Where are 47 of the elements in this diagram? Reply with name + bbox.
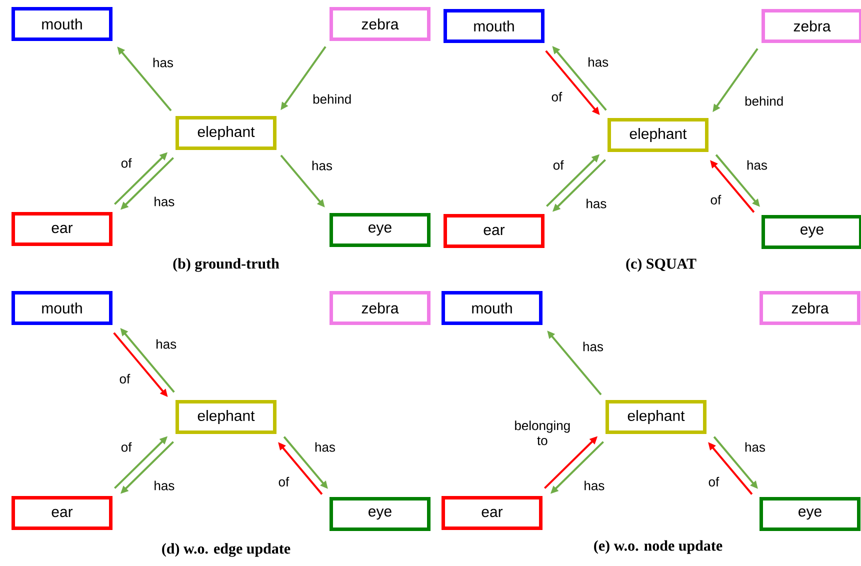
entity-box: mouth: [444, 9, 544, 43]
edge-label: has: [584, 480, 604, 490]
edge-label: of: [120, 374, 130, 384]
entity-box: ear: [442, 496, 542, 530]
entity-box: elephant: [176, 400, 276, 434]
edge-label: of: [278, 476, 290, 486]
entity-box: eye: [762, 215, 861, 249]
panel-caption: (b) ground-truth: [173, 258, 280, 272]
edge-label: has: [747, 160, 768, 170]
edge-label: has: [745, 442, 766, 452]
edge-label: behind: [745, 96, 783, 106]
entity-box: ear: [12, 212, 112, 246]
entity-box: zebra: [760, 291, 860, 325]
edge-label: has: [586, 198, 606, 208]
entity-box: elephant: [606, 400, 706, 434]
edge-label: has: [154, 480, 174, 490]
edge-label: belonging to: [515, 420, 570, 446]
entity-box: eye: [330, 497, 430, 531]
entity-box: elephant: [608, 118, 708, 152]
edge-label: has: [588, 57, 608, 67]
entity-box: eye: [330, 213, 430, 247]
edge-label: behind: [313, 94, 351, 104]
entity-box: elephant: [176, 116, 276, 150]
entity-box: eye: [760, 497, 860, 531]
edge-label: has: [583, 342, 604, 352]
entity-box: zebra: [762, 9, 861, 43]
entity-box: mouth: [442, 291, 542, 325]
entity-box: zebra: [330, 291, 430, 325]
edge-label: has: [156, 339, 176, 349]
panel-caption: (e) w.o. node update: [594, 540, 722, 554]
edge-label: of: [708, 476, 720, 486]
entity-box: ear: [444, 214, 544, 248]
edge-label: has: [154, 196, 174, 206]
entity-box: zebra: [330, 7, 430, 41]
panel-caption: (c) SQUAT: [626, 258, 696, 272]
edge-label: has: [315, 442, 336, 452]
edge-label: has: [312, 160, 332, 170]
entity-box: mouth: [12, 291, 112, 325]
edge-label: of: [553, 160, 564, 170]
edge-label: has: [153, 58, 174, 68]
entity-box: mouth: [12, 7, 112, 41]
edge-label: of: [121, 442, 132, 452]
entity-box: ear: [12, 496, 112, 530]
edge-label: of: [552, 92, 562, 102]
panel-caption: (d) w.o. edge update: [162, 543, 290, 557]
edge-label: of: [710, 194, 722, 204]
edge-label: of: [121, 158, 132, 168]
